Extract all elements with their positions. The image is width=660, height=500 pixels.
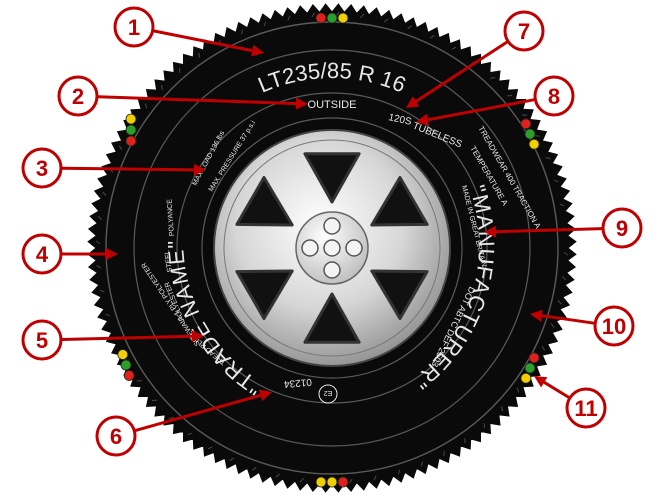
indicator-dot xyxy=(326,12,338,24)
approval-number-text: 01234 xyxy=(283,376,312,389)
wheel-spoke-windows xyxy=(235,152,429,344)
lug-nut xyxy=(323,217,341,235)
callout-arrow-line xyxy=(134,393,261,433)
indicator-dot xyxy=(117,349,129,360)
wear-indicator-dots xyxy=(117,12,540,488)
callout-arrow-line xyxy=(427,98,535,122)
indicator-dot xyxy=(528,138,540,150)
callout-number: 6 xyxy=(110,424,122,449)
callout-number: 2 xyxy=(72,84,84,109)
callout-number: 7 xyxy=(518,19,530,44)
indicator-dot xyxy=(315,12,327,24)
callout-number: 5 xyxy=(36,328,48,353)
callout-number: 9 xyxy=(616,216,628,241)
sidewall-ring-2 xyxy=(133,49,531,447)
rim-lip xyxy=(223,139,441,357)
callout-circle xyxy=(503,10,545,52)
callout-circle xyxy=(21,319,63,361)
indicator-dot xyxy=(123,370,135,381)
callout-arrow-head xyxy=(530,309,543,322)
callout-number: 1 xyxy=(128,15,140,40)
callout-circle xyxy=(533,75,575,117)
indicator-dot xyxy=(337,12,349,24)
callout-arrow-head xyxy=(106,248,118,260)
plies-steel-text: STEEL xyxy=(164,250,174,273)
callout-arrow-line xyxy=(97,95,297,106)
callout-number: 10 xyxy=(602,314,626,339)
indicator-dot xyxy=(337,476,349,488)
lug-nut xyxy=(323,239,341,257)
callout-arrow-line xyxy=(541,314,595,325)
callout-arrow-line xyxy=(543,381,570,399)
callout-arrow-head xyxy=(295,97,308,110)
callout-arrow-head xyxy=(193,163,206,176)
indicator-dot xyxy=(524,128,536,140)
indicator-dot xyxy=(125,124,137,136)
e-mark-circle xyxy=(318,384,338,404)
callout-circle xyxy=(601,207,643,249)
lug-nut xyxy=(323,261,341,279)
indicator-dot xyxy=(520,372,532,384)
indicator-dot xyxy=(326,476,338,488)
spoke-window xyxy=(303,292,361,344)
spoke-window xyxy=(235,269,294,320)
indicator-dot xyxy=(520,118,532,130)
sidewall-ring-4 xyxy=(201,117,463,379)
outside-text: OUTSIDE xyxy=(308,99,357,111)
indicator-dot xyxy=(524,362,536,374)
callout-circle xyxy=(57,75,99,117)
callout-number: 8 xyxy=(548,84,560,109)
indicator-dot xyxy=(125,113,137,125)
callout-arrow-head xyxy=(251,44,264,57)
callout-arrow-head xyxy=(484,225,497,238)
callout-circle xyxy=(593,305,635,347)
load-index-text: 120S xyxy=(387,112,412,128)
indicator-dot xyxy=(120,359,132,371)
lug-nut xyxy=(345,239,363,257)
indicator-dot xyxy=(528,352,540,364)
callout-arrow-head xyxy=(191,330,204,343)
callout-arrow-line xyxy=(495,227,603,234)
callout-arrow-head xyxy=(406,96,420,108)
callout-arrow-line xyxy=(61,166,195,172)
lug-nuts xyxy=(301,217,363,279)
callout-number: 11 xyxy=(574,396,597,421)
lug-nut xyxy=(301,239,319,257)
callout-arrow-line xyxy=(415,40,509,103)
callout-circle xyxy=(113,6,155,48)
callout-circle xyxy=(565,387,607,429)
spoke-window xyxy=(370,269,429,320)
spoke-window xyxy=(303,152,361,204)
callout-arrow-head xyxy=(416,113,429,126)
indicator-dot xyxy=(315,476,327,488)
callouts: 1 2 3 4 5 6 7 8 9 10 11 xyxy=(21,6,643,457)
callout-circle xyxy=(21,233,63,275)
callout-number: 3 xyxy=(36,156,48,181)
e-mark-text: E2 xyxy=(324,389,333,396)
callout-circle xyxy=(95,415,137,457)
sidewall-ring-3 xyxy=(176,92,488,404)
callout-arrow-head xyxy=(534,376,548,388)
plies-polyamide-text: POLYANCE xyxy=(166,199,176,237)
spoke-window xyxy=(235,176,294,227)
callout-number: 4 xyxy=(36,242,49,267)
indicator-dot xyxy=(125,135,137,147)
spoke-window xyxy=(370,176,429,227)
callout-arrow-line xyxy=(61,334,193,341)
callout-arrow-line xyxy=(153,29,253,53)
callout-arrow-head xyxy=(258,389,272,401)
callout-circle xyxy=(21,147,63,189)
